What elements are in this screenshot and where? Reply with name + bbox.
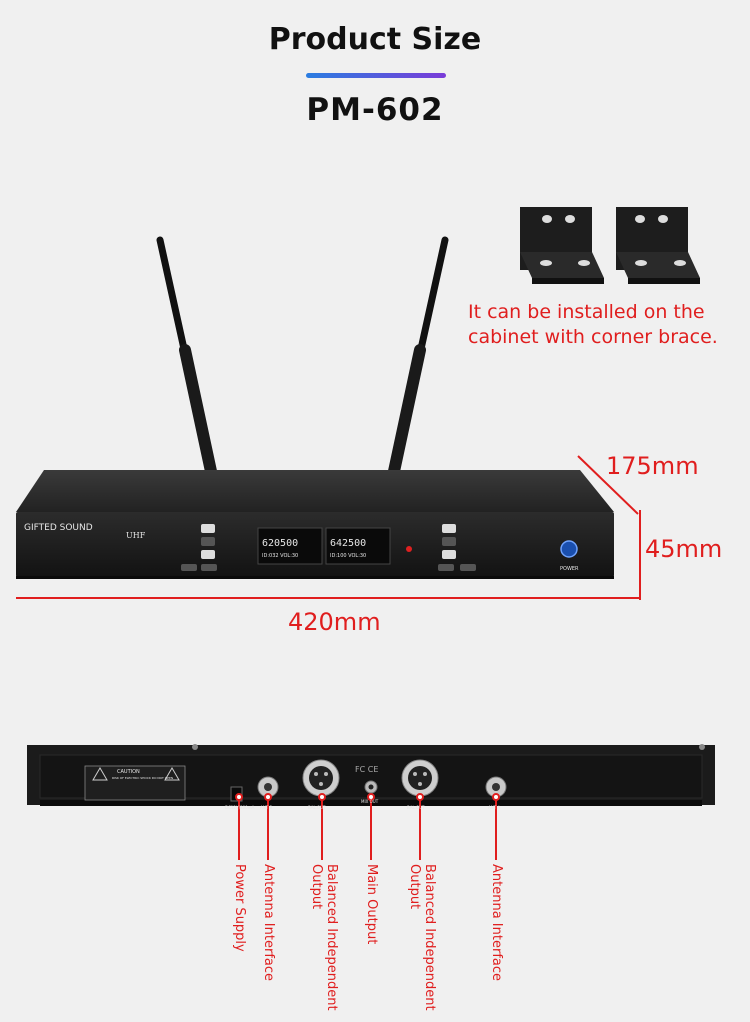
callout-main-output: Main Output	[364, 864, 379, 945]
corner-brace-right	[616, 207, 700, 284]
corner-brace-left	[520, 207, 604, 284]
caution-title: CAUTION	[117, 769, 140, 775]
callout-antenna-1: Antenna Interface	[261, 864, 276, 982]
port-mix: MIX OUT	[361, 799, 379, 804]
dimension-lines	[16, 455, 641, 600]
note-line-1: It can be installed on the	[468, 301, 705, 323]
corner-brace-note: It can be installed on the cabinet with …	[468, 300, 748, 350]
width-dimension: 420mm	[288, 608, 381, 636]
port-bal-2: BAL.OUT	[407, 805, 425, 810]
ch1-sub: ID:032 VOL:30	[262, 553, 298, 559]
ch2-frequency: 642500	[330, 538, 366, 549]
band-label: UHF	[126, 531, 146, 540]
callout-power-supply: Power Supply	[232, 864, 247, 952]
receiver-front	[16, 470, 614, 579]
caution-sub: RISK OF ELECTRIC SHOCK DO NOT OPEN	[112, 776, 173, 780]
port-bal-1: BAL.OUT	[308, 805, 326, 810]
note-line-2: cabinet with corner brace.	[468, 326, 718, 348]
device-labels: GIFTED SOUND UHF 620500 642500 ID:032 VO…	[24, 523, 579, 810]
power-label: POWER	[560, 566, 579, 572]
power-spec: DC12V/800mA	[225, 805, 255, 810]
depth-dimension: 175mm	[606, 452, 699, 480]
port-ant-b: ANT B	[260, 805, 272, 810]
model-name: PM-602	[306, 92, 444, 128]
ch1-frequency: 620500	[262, 538, 298, 549]
callout-antenna-2: Antenna Interface	[489, 864, 504, 982]
ch2-sub: ID:100 VOL:30	[330, 553, 366, 559]
brand-label: GIFTED SOUND	[24, 523, 93, 533]
height-dimension: 45mm	[645, 535, 723, 563]
callout-balanced-1: Balanced Independent Output	[309, 864, 339, 1011]
port-ant-a: ANT A	[488, 805, 500, 810]
fcc-mark: FC CE	[355, 765, 378, 774]
antenna-left	[156, 236, 218, 482]
page-title: Product Size	[268, 22, 482, 57]
callout-balanced-2: Balanced Independent Output	[407, 864, 437, 1011]
antenna-right	[387, 236, 449, 482]
title-underline	[306, 73, 446, 78]
callout-lines	[235, 793, 500, 860]
